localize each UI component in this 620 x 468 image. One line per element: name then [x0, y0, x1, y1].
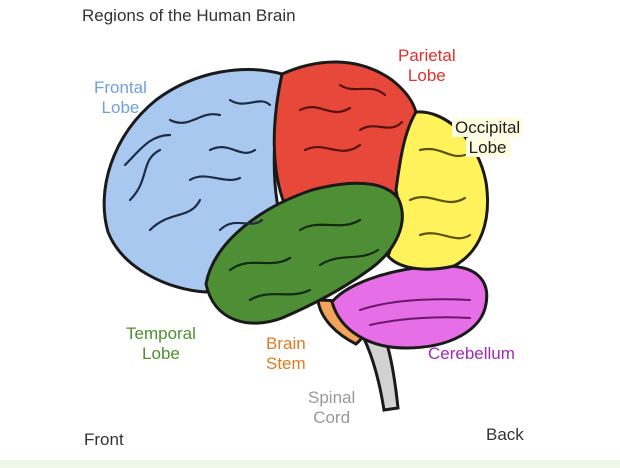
brain-stem-label: Brain Stem [266, 334, 306, 373]
temporal-lobe-label: Temporal Lobe [126, 324, 196, 363]
occipital-lobe-shape [386, 110, 490, 271]
diagram-title: Regions of the Human Brain [82, 6, 296, 25]
front-label: Front [84, 430, 124, 449]
spinal-cord-label: Spinal Cord [308, 388, 356, 427]
cerebellum-label: Cerebellum [428, 344, 515, 363]
parietal-lobe-label: Parietal Lobe [398, 46, 456, 85]
temporal-lobe-shape [204, 181, 404, 325]
bottom-strip [0, 460, 620, 468]
temporal-gyri [228, 218, 380, 302]
occipital-gyri [408, 147, 472, 240]
cerebellum-folds [359, 298, 471, 326]
back-label: Back [486, 425, 524, 444]
occipital-lobe-label: Occipital Lobe [452, 118, 524, 158]
gyri-lines [123, 98, 272, 232]
frontal-lobe-label: Frontal Lobe [94, 78, 147, 117]
parietal-gyri [298, 83, 404, 152]
cerebellum-shape [330, 264, 489, 350]
